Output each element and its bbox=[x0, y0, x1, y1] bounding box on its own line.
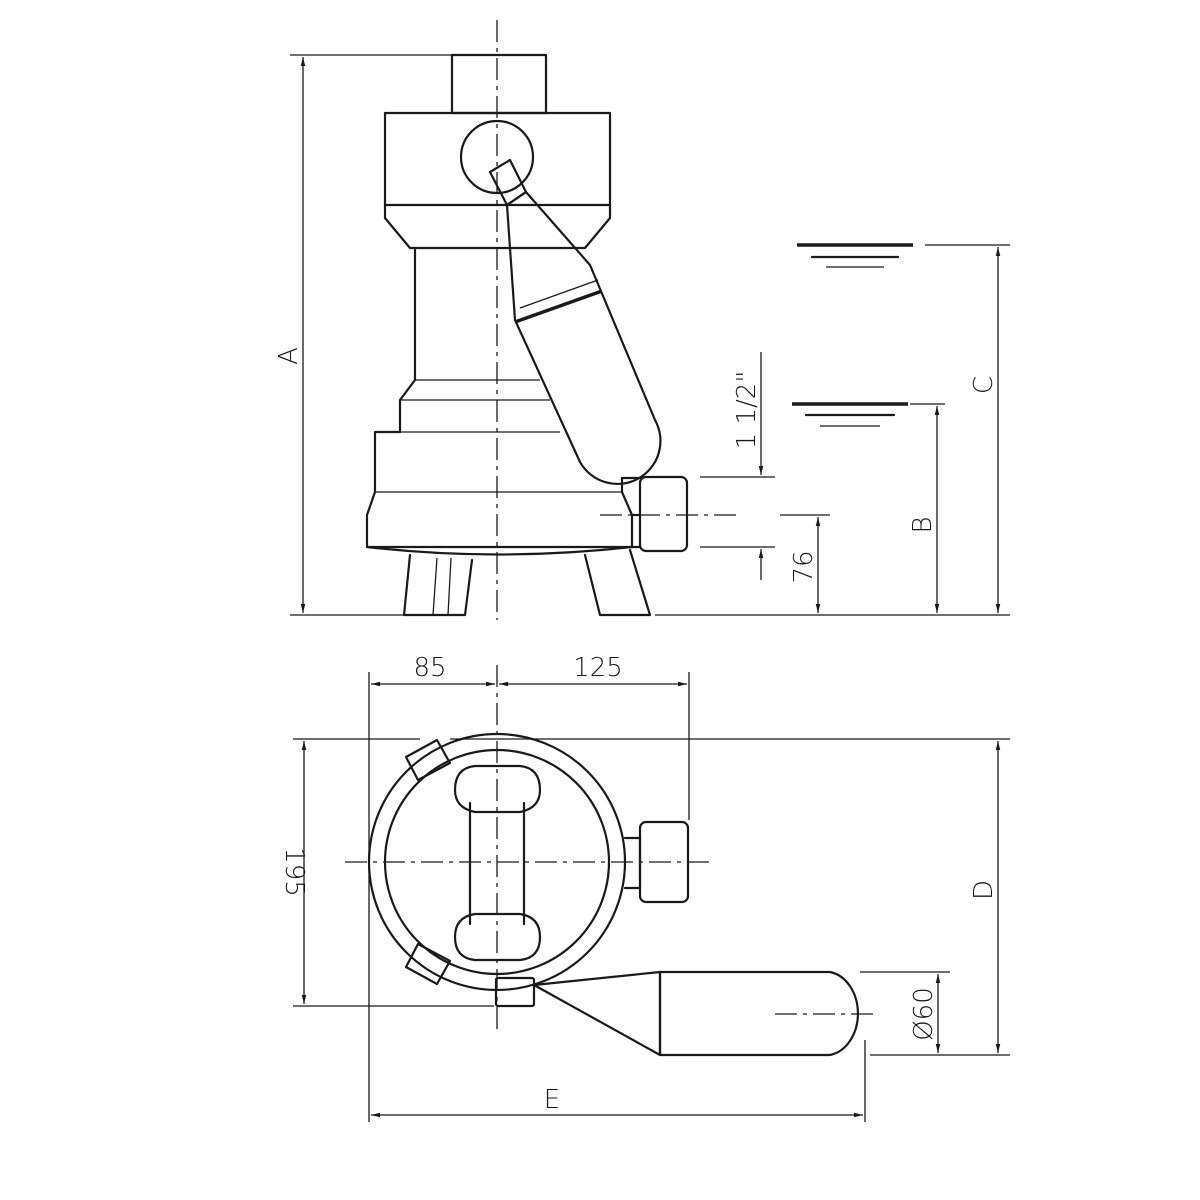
leg-left bbox=[402, 553, 474, 617]
dim-label-right-offset: 125 bbox=[573, 653, 623, 683]
dim-label-left-offset: 85 bbox=[413, 653, 446, 683]
outlet-fitting bbox=[638, 475, 689, 553]
float-arm-top bbox=[532, 970, 662, 1057]
water-level-high bbox=[797, 243, 913, 268]
water-level-low bbox=[792, 402, 908, 427]
float-top bbox=[658, 970, 859, 1057]
pump-body bbox=[365, 246, 634, 549]
float-arm bbox=[488, 158, 528, 207]
dim-label-width: 195 bbox=[279, 847, 309, 897]
dim-label-a: A bbox=[274, 347, 304, 365]
lug-bottom bbox=[404, 942, 452, 986]
dim-label-b: B bbox=[908, 516, 938, 533]
dim-label-thread: 1 1/2" bbox=[732, 371, 762, 450]
side-view: A C B 1 1/2" 76 bbox=[274, 20, 1010, 620]
top-view: 85 125 195 D Ø60 E bbox=[279, 653, 1010, 1122]
pump-base bbox=[365, 545, 634, 556]
float bbox=[505, 190, 662, 486]
cross-bar bbox=[468, 801, 526, 926]
leg-right bbox=[583, 548, 652, 617]
dim-label-d: D bbox=[969, 880, 999, 900]
discharge-outlet bbox=[450, 53, 548, 115]
dim-label-inlet-height: 76 bbox=[789, 550, 819, 583]
dim-label-c: C bbox=[969, 376, 999, 394]
lug-top bbox=[404, 738, 452, 782]
dim-label-float-dia: Ø60 bbox=[909, 987, 939, 1041]
dim-label-e: E bbox=[544, 1085, 560, 1115]
